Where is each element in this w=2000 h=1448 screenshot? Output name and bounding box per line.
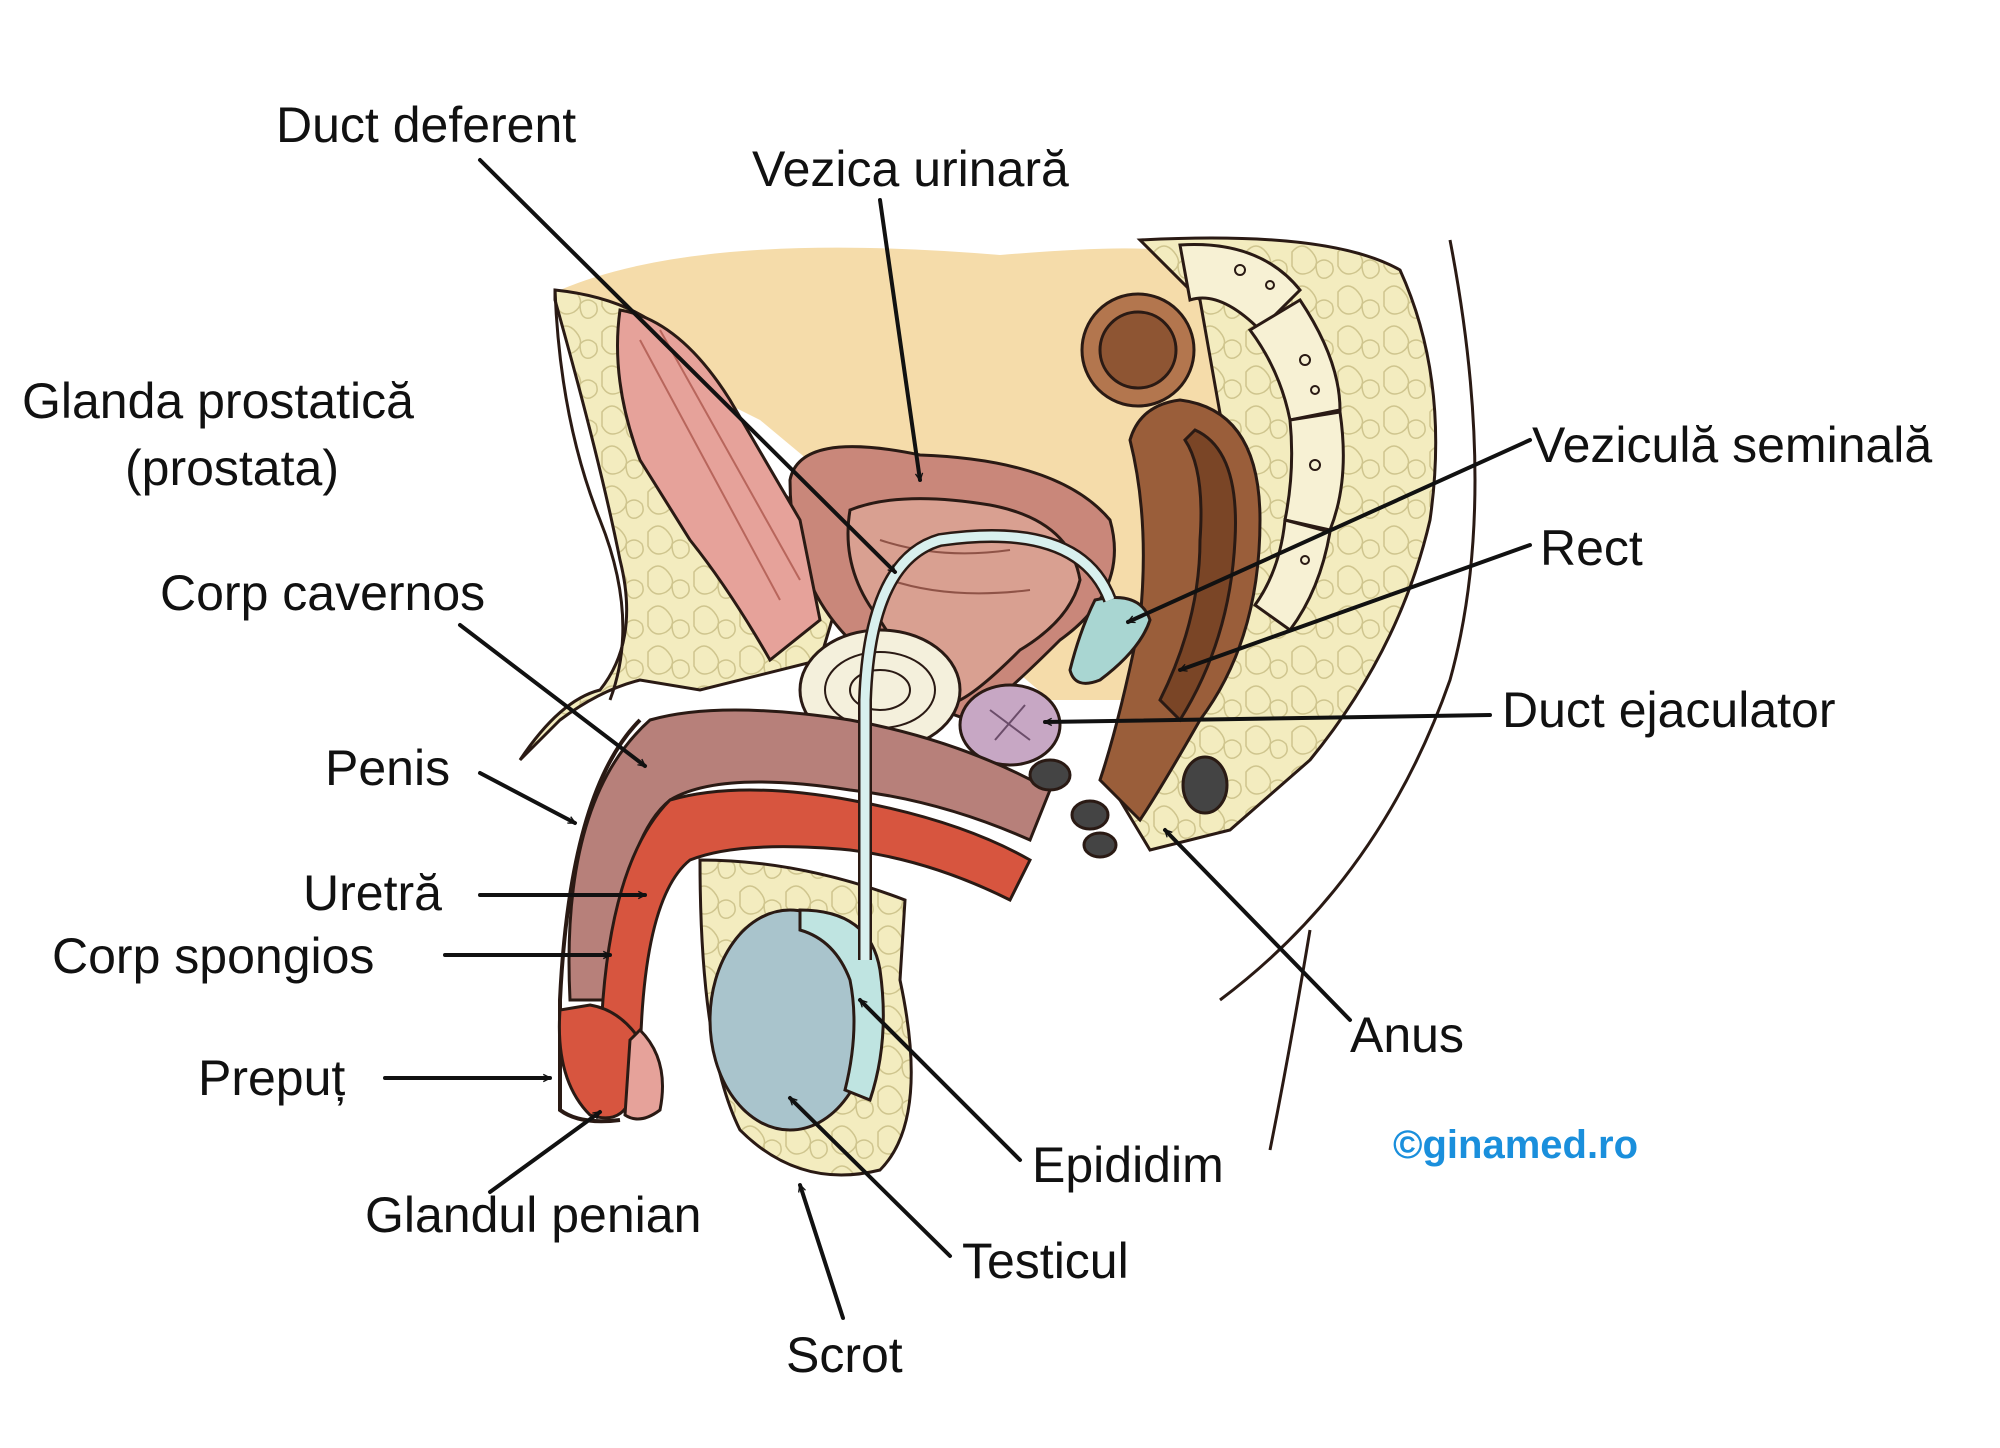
label-rect: Rect — [1540, 520, 1643, 576]
label-uretra: Uretră — [303, 865, 442, 921]
corpus-cavernosum — [567, 708, 1052, 1002]
sacrum — [1178, 243, 1345, 633]
label-scrot: Scrot — [786, 1327, 903, 1383]
sigmoid-colon — [1080, 292, 1196, 408]
arrow-glandul-penian — [488, 1110, 602, 1194]
credit-text: ©ginamed.ro — [1393, 1123, 1638, 1167]
arrow-vezica-urinara — [878, 198, 920, 482]
penis-shaft-skin — [558, 718, 642, 1124]
perineal-muscles — [1028, 755, 1229, 859]
illustration — [518, 236, 1477, 1177]
label-anus: Anus — [1350, 1007, 1464, 1063]
glans — [557, 1003, 642, 1120]
label-corp-cavernos: Corp cavernos — [160, 565, 485, 621]
arrow-vezicula-seminala — [1126, 438, 1532, 624]
label-corp-spongios: Corp spongios — [52, 928, 374, 984]
leader-arrows — [383, 158, 1532, 1320]
label-vezica-urinara: Vezica urinară — [752, 141, 1069, 197]
label-duct-ejaculator: Duct ejaculator — [1502, 682, 1836, 738]
arrow-corp-cavernos — [458, 623, 647, 768]
arrow-anus — [1163, 828, 1352, 1022]
posterior-skin-line — [1219, 239, 1477, 1002]
anterior-skin-line — [553, 289, 625, 701]
arrow-scrot — [800, 1183, 845, 1320]
buttock-line — [1268, 929, 1312, 1151]
labels: Duct deferent Vezica urinară Glanda pros… — [22, 97, 1932, 1383]
label-vezicula-seminala: Veziculă seminală — [1532, 417, 1932, 473]
label-preput: Prepuț — [198, 1050, 345, 1106]
prepuce — [623, 1027, 664, 1121]
arrow-rect — [1178, 543, 1532, 672]
label-duct-deferent: Duct deferent — [276, 97, 576, 153]
label-glanda-prostatica: Glanda prostatică — [22, 373, 414, 429]
label-glandul-penian: Glandul penian — [365, 1187, 701, 1243]
arrow-duct-ejaculator — [1043, 713, 1492, 722]
label-penis: Penis — [325, 740, 450, 796]
label-prostata: (prostata) — [125, 440, 339, 496]
label-testicul: Testicul — [962, 1233, 1129, 1289]
arrow-testicul — [788, 1096, 952, 1258]
arrow-epididim — [858, 998, 1022, 1162]
arrow-duct-deferent — [478, 158, 897, 574]
label-epididim: Epididim — [1032, 1137, 1224, 1193]
arrow-penis — [478, 771, 577, 825]
